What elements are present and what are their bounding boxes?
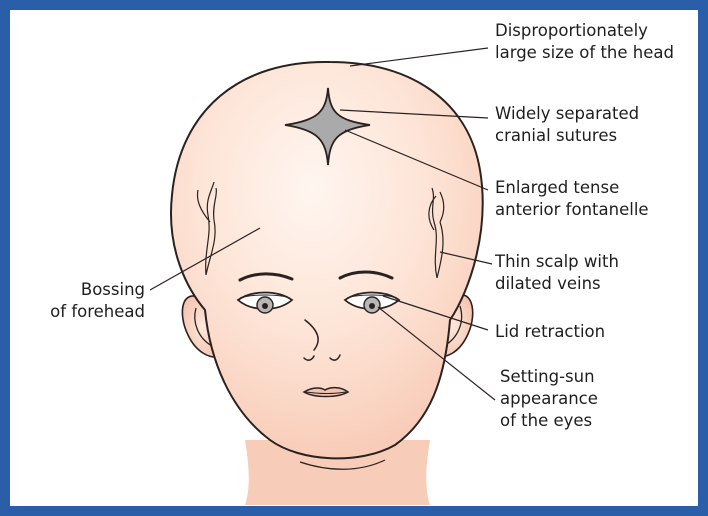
label-fontanelle: Enlarged tense anterior fontanelle: [495, 177, 649, 221]
label-lid-retraction: Lid retraction: [495, 321, 605, 343]
label-scalp: Thin scalp with dilated veins: [495, 251, 619, 295]
label-head-size: Disproportionately large size of the hea…: [495, 20, 674, 64]
mouth: [304, 388, 348, 397]
label-bossing: Bossing of forehead: [30, 279, 145, 323]
label-setting-sun: Setting-sun appearance of the eyes: [500, 366, 598, 432]
label-sutures: Widely separated cranial sutures: [495, 103, 639, 147]
leader-head-size: [350, 48, 488, 66]
